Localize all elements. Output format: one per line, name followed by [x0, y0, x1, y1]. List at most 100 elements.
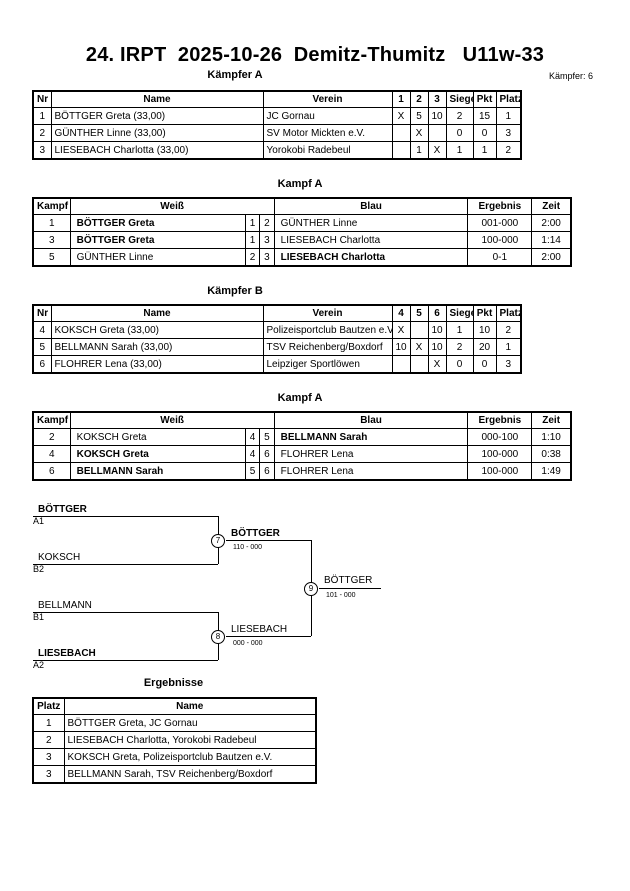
fighter-name: GÜNTHER Linne (33,00) [50, 124, 264, 142]
column-header: Platz [495, 90, 522, 108]
bracket-fight-9: 9 [304, 582, 318, 596]
blue-fighter: LIESEBACH Charlotta [273, 248, 469, 267]
fights-b-caption: Kampf A [277, 392, 323, 404]
fight-number: 2 [32, 428, 71, 446]
bracket-line [226, 540, 311, 541]
fight-number: 5 [32, 248, 71, 267]
bracket-line [33, 564, 218, 565]
bracket-final-score: 101 - 000 [326, 592, 356, 599]
fighter-number: 3 [32, 141, 52, 160]
points: 10 [472, 321, 497, 339]
blue-fighter: LIESEBACH Charlotta [273, 231, 469, 249]
fight-time: 0:38 [531, 445, 572, 463]
wins: 2 [445, 338, 474, 356]
white-number: 1 [244, 214, 261, 232]
blue-number: 6 [259, 462, 275, 481]
place: 1 [495, 338, 522, 356]
result-name: KOKSCH Greta, Polizeisportclub Bautzen e… [63, 748, 317, 766]
column-header: Blau [273, 197, 469, 215]
place: 2 [495, 321, 522, 339]
place: 3 [495, 355, 522, 374]
fighter-name: LIESEBACH Charlotta (33,00) [50, 141, 264, 160]
bracket-semi2-score: 000 - 000 [233, 640, 263, 647]
bracket-line [226, 636, 311, 637]
column-header: 1 [391, 90, 411, 108]
fighter-count: Kämpfer: 6 [549, 71, 594, 81]
column-header: Pkt [472, 304, 497, 322]
bracket-fight-7: 7 [211, 534, 225, 548]
column-header: Ergebnis [467, 411, 533, 429]
column-header: Platz [32, 697, 65, 715]
place: 1 [495, 107, 522, 125]
bout-score: X [409, 338, 429, 356]
bout-score: X [427, 355, 447, 374]
white-fighter: BELLMANN Sarah [69, 462, 246, 481]
blue-number: 2 [259, 214, 275, 232]
fighter-club: Polizeisportclub Bautzen e.V. [262, 321, 393, 339]
bracket-semi2-winner: LIESEBACH [231, 624, 288, 635]
bout-score [391, 124, 411, 142]
fight-time: 1:49 [531, 462, 572, 481]
blue-number: 3 [259, 248, 275, 267]
bout-score [391, 141, 411, 160]
points: 20 [472, 338, 497, 356]
column-header: Verein [262, 90, 393, 108]
column-header: Siege [445, 304, 474, 322]
column-header: Siege [445, 90, 474, 108]
white-number: 5 [244, 462, 261, 481]
bracket-semi2-top-seed: B1 [33, 612, 45, 622]
place: 2 [495, 141, 522, 160]
bout-score [409, 355, 429, 374]
fighter-name: FLOHRER Lena (33,00) [50, 355, 264, 374]
blue-number: 5 [259, 428, 275, 446]
column-header: Ergebnis [467, 197, 533, 215]
fight-time: 1:10 [531, 428, 572, 446]
result-name: LIESEBACH Charlotta, Yorokobi Radebeul [63, 731, 317, 749]
result-place: 2 [32, 731, 65, 749]
column-header: Pkt [472, 90, 497, 108]
white-number: 1 [244, 231, 261, 249]
blue-number: 6 [259, 445, 275, 463]
bracket-line [33, 660, 218, 661]
column-header: Platz [495, 304, 522, 322]
fighter-club: Yorokobi Radebeul [262, 141, 393, 160]
fights-a-caption: Kampf A [277, 178, 323, 190]
column-header: 4 [391, 304, 411, 322]
blue-fighter: FLOHRER Lena [273, 462, 469, 481]
fighter-number: 2 [32, 124, 52, 142]
white-fighter: KOKSCH Greta [69, 445, 246, 463]
column-header: 2 [409, 90, 429, 108]
bout-score [427, 124, 447, 142]
fighter-number: 1 [32, 107, 52, 125]
bracket-semi1-score: 110 - 000 [233, 544, 263, 551]
white-fighter: BÖTTGER Greta [69, 214, 246, 232]
blue-fighter: BELLMANN Sarah [273, 428, 469, 446]
bracket-final-winner: BÖTTGER [324, 575, 373, 586]
column-header: Kampf [32, 197, 71, 215]
bout-score: 10 [427, 107, 447, 125]
white-fighter: KOKSCH Greta [69, 428, 246, 446]
bout-score: X [391, 107, 411, 125]
fighter-number: 5 [32, 338, 52, 356]
wins: 1 [445, 321, 474, 339]
points: 15 [472, 107, 497, 125]
bracket-semi2-top-name: BELLMANN [38, 600, 92, 611]
bracket-semi1-winner: BÖTTGER [231, 528, 280, 539]
bout-score: X [427, 141, 447, 160]
bracket-line [319, 588, 381, 589]
column-header: 3 [427, 90, 447, 108]
wins: 0 [445, 124, 474, 142]
fighter-name: BELLMANN Sarah (33,00) [50, 338, 264, 356]
pool-a-header-row: NrNameVerein123SiegePktPlatz [32, 90, 522, 108]
white-fighter: BÖTTGER Greta [69, 231, 246, 249]
column-header: Verein [262, 304, 393, 322]
bout-score: X [409, 124, 429, 142]
column-header: Nr [32, 90, 52, 108]
wins: 0 [445, 355, 474, 374]
